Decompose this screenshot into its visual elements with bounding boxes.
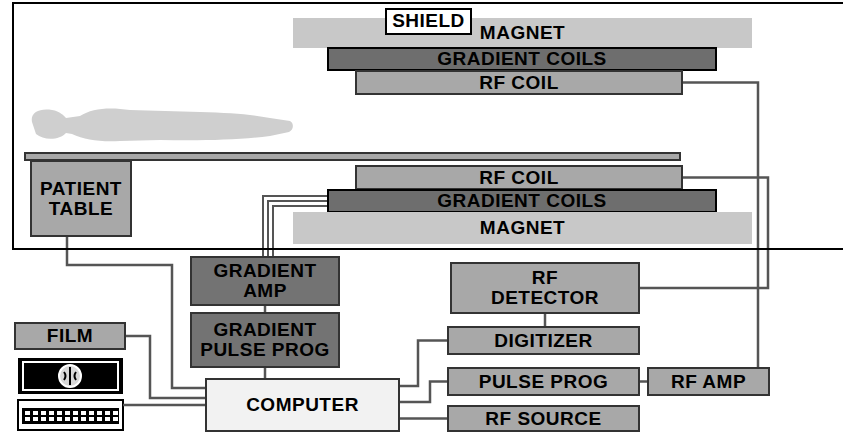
block-label: DIGITIZER bbox=[494, 331, 592, 351]
keyboard-icon bbox=[18, 400, 123, 430]
key bbox=[41, 417, 46, 421]
connector-line bbox=[544, 314, 547, 326]
block-label: FILM bbox=[47, 326, 93, 346]
key bbox=[105, 411, 110, 415]
block-box: RF COIL bbox=[355, 70, 683, 95]
region-label: SHIELD bbox=[385, 8, 472, 35]
key bbox=[33, 411, 38, 415]
block-label: PULSE PROG bbox=[479, 372, 609, 392]
block-box: MAGNET bbox=[293, 18, 752, 48]
key bbox=[49, 411, 54, 415]
connector-line bbox=[67, 237, 205, 388]
key bbox=[57, 417, 62, 421]
block-box: FILM bbox=[14, 322, 126, 350]
key bbox=[89, 411, 94, 415]
table-top bbox=[25, 153, 680, 160]
connector bbox=[640, 381, 647, 382]
key bbox=[113, 411, 118, 415]
connector-line bbox=[400, 417, 447, 420]
block-label: RF DETECTOR bbox=[485, 268, 605, 308]
block-label: PATIENT TABLE bbox=[36, 179, 126, 219]
key bbox=[81, 411, 86, 415]
block-label: GRADIENT COILS bbox=[437, 49, 607, 69]
block-label: MAGNET bbox=[480, 218, 565, 238]
key bbox=[49, 417, 54, 421]
key bbox=[33, 417, 38, 421]
key bbox=[25, 417, 30, 421]
key bbox=[73, 411, 78, 415]
key bbox=[65, 411, 70, 415]
block-box: GRADIENT COILS bbox=[327, 47, 717, 71]
connector bbox=[400, 382, 447, 403]
block-label: GRADIENT AMP bbox=[197, 261, 333, 301]
block-label: RF AMP bbox=[671, 372, 746, 392]
block-box: RF COIL bbox=[355, 165, 683, 190]
key bbox=[81, 417, 86, 421]
block-label: MAGNET bbox=[480, 23, 565, 43]
shield-region: SHIELD MAGNET GRADIENT COILS RF COIL PATIENT… bbox=[12, 2, 843, 250]
block-label: GRADIENT PULSE PROG bbox=[197, 320, 333, 360]
block-box: MAGNET bbox=[293, 212, 752, 244]
connector-line bbox=[400, 341, 447, 387]
connector bbox=[400, 341, 447, 387]
block-box: RF DETECTOR bbox=[450, 262, 640, 314]
key bbox=[89, 417, 94, 421]
key bbox=[113, 417, 118, 421]
connector-line bbox=[264, 368, 267, 378]
key bbox=[97, 417, 102, 421]
block-box: PATIENT TABLE bbox=[30, 160, 132, 237]
connector bbox=[265, 368, 266, 378]
block-label: RF COIL bbox=[479, 73, 559, 93]
monitor-icon bbox=[18, 358, 123, 394]
block-label: RF COIL bbox=[479, 168, 559, 188]
connector bbox=[67, 237, 205, 388]
key bbox=[41, 411, 46, 415]
block-box: GRADIENT AMP bbox=[190, 256, 340, 306]
key bbox=[105, 417, 110, 421]
block-box: DIGITIZER bbox=[447, 326, 640, 355]
block-box: GRADIENT PULSE PROG bbox=[190, 312, 340, 368]
key bbox=[73, 417, 78, 421]
block-label: GRADIENT COILS bbox=[437, 191, 607, 211]
connector-line bbox=[640, 380, 647, 383]
block-box: PULSE PROG bbox=[447, 367, 640, 396]
block-box: GRADIENT COILS bbox=[327, 189, 717, 213]
connector bbox=[545, 314, 546, 326]
key bbox=[57, 411, 62, 415]
block-box: COMPUTER bbox=[205, 378, 400, 432]
block-box: RF SOURCE bbox=[447, 405, 640, 432]
block-label: COMPUTER bbox=[246, 395, 359, 415]
connector bbox=[400, 418, 447, 419]
block-label: RF SOURCE bbox=[485, 409, 601, 429]
block-box: RF AMP bbox=[647, 367, 770, 396]
patient-silhouette bbox=[32, 108, 293, 141]
connector-line bbox=[400, 382, 447, 403]
key bbox=[97, 411, 102, 415]
key bbox=[25, 411, 30, 415]
monitor-cable bbox=[123, 404, 205, 407]
key bbox=[65, 417, 70, 421]
